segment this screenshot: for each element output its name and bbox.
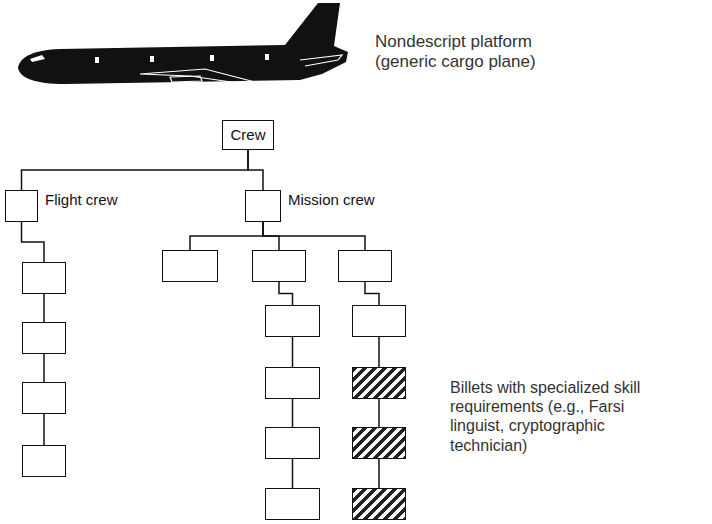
tree-connector: [263, 222, 365, 250]
tree-connector: [378, 459, 380, 488]
org-box: Crew: [222, 120, 274, 150]
note-text: Billets with specialized skill requireme…: [450, 379, 640, 454]
window: [265, 54, 269, 60]
tree-connector: [378, 399, 380, 427]
tree-connector: [190, 222, 263, 250]
tree-connector: [248, 150, 263, 190]
specialized-billet-box: [352, 427, 406, 459]
org-box: [22, 382, 66, 414]
note-text: Nondescript platform (generic cargo plan…: [375, 32, 536, 71]
tree-connector: [292, 459, 294, 488]
org-box: [22, 445, 66, 477]
tree-connector: [43, 294, 45, 322]
org-box: [22, 322, 66, 354]
tree-connector: [43, 354, 45, 382]
cockpit-window: [30, 55, 45, 62]
org-box: [252, 250, 306, 282]
window: [210, 55, 214, 61]
tree-connector: [22, 150, 249, 190]
org-box: [265, 488, 320, 520]
tree-connector: [43, 414, 45, 445]
tree-connector: [365, 282, 379, 305]
plane-silhouette: [18, 3, 348, 84]
tree-connector: [292, 337, 294, 367]
callout-note: Billets with specialized skill requireme…: [450, 378, 655, 455]
wing-outline: [140, 69, 255, 83]
specialized-billet-box: [352, 367, 406, 399]
tree-connector: [22, 222, 45, 262]
org-box: [352, 305, 406, 337]
engine-outline: [170, 76, 202, 82]
tree-connector: [292, 399, 294, 427]
tree-connector: [378, 337, 380, 367]
org-box: [338, 250, 392, 282]
org-box: Flight crew: [5, 190, 38, 222]
window: [95, 57, 99, 63]
role-label: Flight crew: [45, 191, 118, 208]
org-box: [265, 427, 320, 459]
callout-note: Nondescript platform (generic cargo plan…: [375, 32, 553, 73]
org-box: [162, 250, 218, 282]
org-box: Mission crew: [245, 190, 281, 222]
org-box: [265, 305, 320, 337]
specialized-billet-box: [352, 488, 406, 520]
org-box: [265, 367, 320, 399]
tree-connector: [279, 282, 293, 305]
stabilizer-outline: [300, 55, 342, 66]
org-box: [22, 262, 66, 294]
window: [150, 56, 154, 62]
role-label: Crew: [230, 126, 265, 143]
role-label: Mission crew: [288, 191, 375, 208]
